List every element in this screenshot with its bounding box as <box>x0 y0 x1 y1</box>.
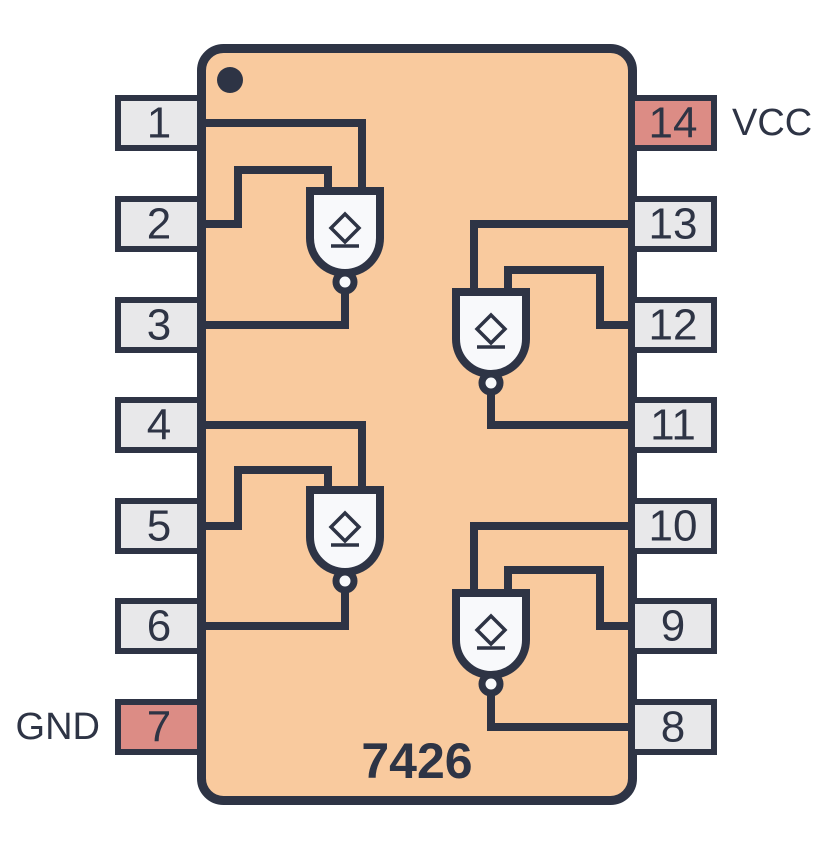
gate2-body <box>306 486 384 576</box>
pin-5: 5 <box>115 498 203 554</box>
gate3-inversion-bubble <box>478 370 504 396</box>
wire-pin9-to-gate4 <box>504 566 637 630</box>
pin-7-number: 7 <box>147 703 171 752</box>
pin-12: 12 <box>629 297 717 353</box>
pin-11-box <box>629 397 717 453</box>
pin-10: 10 <box>629 498 717 554</box>
pin-5-number: 5 <box>147 502 171 551</box>
pin-9-box <box>629 598 717 654</box>
gate3-nand-open-collector <box>452 288 530 396</box>
pin-11-number: 11 <box>650 401 696 450</box>
pin-9: 9 <box>629 598 717 654</box>
pin-14-box <box>629 95 717 151</box>
pin-2: 2 <box>115 196 203 252</box>
pin-3: 3 <box>115 297 203 353</box>
wire-pin10-to-gate4 <box>470 522 637 597</box>
wire-pin4-to-gate2 <box>197 421 366 494</box>
pin-10-box <box>629 498 717 554</box>
gate4-nand-open-collector <box>452 589 530 697</box>
gate1-body <box>306 187 384 277</box>
pin-1: 1 <box>115 95 203 151</box>
gate2-inversion-bubble <box>332 568 358 594</box>
pin-14-vcc: 14 <box>629 95 717 151</box>
pin-8-number: 8 <box>661 703 685 752</box>
pin-9-number: 9 <box>661 602 685 651</box>
pin-2-number: 2 <box>147 200 171 249</box>
pin-14-number: 14 <box>649 99 698 148</box>
pin-1-box <box>115 95 203 151</box>
wire-pin12-to-gate3 <box>504 266 637 329</box>
pin-8: 8 <box>629 699 717 755</box>
pin-7-gnd: 7 <box>115 699 203 755</box>
wire-pin2-to-gate1 <box>197 166 332 228</box>
pin-5-box <box>115 498 203 554</box>
gate4-inversion-bubble <box>478 671 504 697</box>
pin-1-number: 1 <box>147 99 171 148</box>
vcc-label: VCC <box>732 102 812 144</box>
pin-4: 4 <box>115 397 203 453</box>
wire-pin1-to-gate1 <box>197 119 366 195</box>
gate1-inversion-bubble <box>332 269 358 295</box>
gate2-nand-open-collector <box>306 486 384 594</box>
pin-12-box <box>629 297 717 353</box>
pin-1-marker-dot <box>217 67 243 93</box>
pin-4-number: 4 <box>147 401 171 450</box>
gate3-open-collector-icon <box>474 312 508 349</box>
pin-12-number: 12 <box>649 301 698 350</box>
pin-13: 13 <box>629 196 717 252</box>
pin-6: 6 <box>115 598 203 654</box>
pin-3-box <box>115 297 203 353</box>
gate2-open-collector-icon <box>328 510 362 547</box>
pin-8-box <box>629 699 717 755</box>
pin-7-box <box>115 699 203 755</box>
gate1-open-collector-icon <box>328 211 362 248</box>
pin-13-box <box>629 196 717 252</box>
gnd-label: GND <box>16 706 100 748</box>
pin-10-number: 10 <box>649 502 698 551</box>
chip-part-number: 7426 <box>361 733 472 789</box>
pin-3-number: 3 <box>147 301 171 350</box>
gate4-body <box>452 589 530 679</box>
pin-6-box <box>115 598 203 654</box>
gate4-open-collector-icon <box>474 613 508 650</box>
gate1-nand-open-collector <box>306 187 384 295</box>
pin-6-number: 6 <box>147 602 171 651</box>
pin-11: 11 <box>629 397 717 453</box>
pin-2-box <box>115 196 203 252</box>
pin-13-number: 13 <box>649 200 698 249</box>
gate3-body <box>452 288 530 378</box>
wire-pin5-to-gate2 <box>197 466 332 530</box>
wire-pin13-to-gate3 <box>470 220 637 296</box>
pin-4-box <box>115 397 203 453</box>
